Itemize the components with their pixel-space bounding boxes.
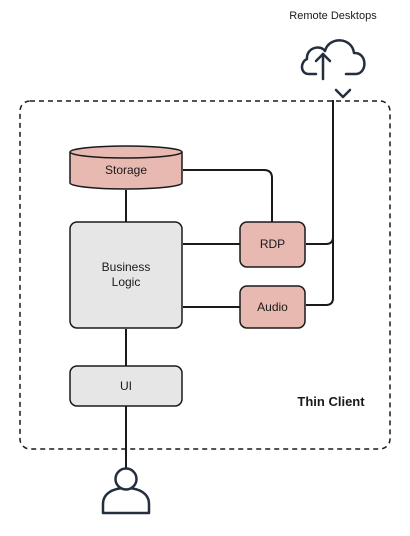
user-icon — [101, 467, 151, 515]
business-logic-label: Business Logic — [101, 260, 151, 289]
rdp-node — [239, 221, 306, 268]
remote-desktops-label: Remote Desktops — [289, 9, 377, 22]
ui-label: UI — [120, 378, 132, 393]
audio-label: Audio — [257, 299, 288, 314]
thin-client-boundary — [19, 100, 391, 450]
rdp-to-remote-line — [306, 100, 334, 245]
storage-label: Storage — [104, 162, 148, 177]
cloud-upload-download-icon — [300, 39, 366, 99]
thin-client-label: Thin Client — [297, 393, 365, 409]
rdp-label: RDP — [259, 237, 286, 251]
storage-node — [69, 145, 183, 190]
storage-to-rdp-line — [183, 169, 273, 222]
connectors — [125, 100, 334, 468]
audio-to-remote-line — [306, 236, 334, 306]
audio-node — [239, 285, 306, 329]
business-logic-node — [69, 221, 183, 329]
ui-node — [69, 365, 183, 407]
